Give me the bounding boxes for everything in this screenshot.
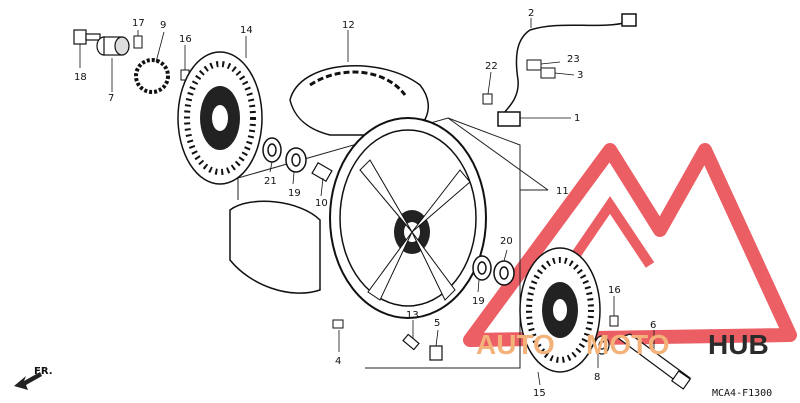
axle-6 xyxy=(616,333,692,390)
valve-13 xyxy=(402,333,420,351)
callout-3: 3 xyxy=(577,70,583,81)
callout-9: 9 xyxy=(160,20,166,31)
callout-6: 6 xyxy=(650,320,656,331)
leader-lines xyxy=(79,18,655,386)
collar-8 xyxy=(594,335,610,355)
callout-10: 10 xyxy=(315,198,328,209)
callout-21: 21 xyxy=(264,176,277,187)
clamp-3 xyxy=(540,67,556,79)
callout-8-lower: 8 xyxy=(594,372,600,383)
callout-17: 17 xyxy=(132,18,145,29)
callout-4: 4 xyxy=(335,356,341,367)
tire-12 xyxy=(229,64,430,294)
valve-cap-5 xyxy=(429,345,443,361)
callout-15: 15 xyxy=(533,388,546,399)
pulser-ring-9 xyxy=(134,58,170,94)
clamp-23 xyxy=(526,59,542,71)
callout-18: 18 xyxy=(74,72,87,83)
callout-2: 2 xyxy=(528,8,534,19)
callout-14: 14 xyxy=(240,25,253,36)
callouts: 1 2 3 4 5 6 7 8 8 9 10 11 12 13 14 15 16… xyxy=(74,8,656,399)
callout-22: 22 xyxy=(485,61,498,72)
bearing-19-lower xyxy=(472,255,492,281)
bolt-18 xyxy=(73,29,101,45)
callout-5: 5 xyxy=(434,318,440,329)
seal-20 xyxy=(493,260,515,286)
watermark-auto: AUTO xyxy=(476,329,555,360)
bearing-19-upper xyxy=(285,147,307,173)
callout-16-top: 16 xyxy=(179,34,192,45)
direction-label: FR. xyxy=(34,366,53,377)
brake-disc-14 xyxy=(177,51,263,185)
callout-16-lower: 16 xyxy=(608,285,621,296)
callout-19-lower: 19 xyxy=(472,296,485,307)
callout-1: 1 xyxy=(574,113,580,124)
watermark-logo xyxy=(463,143,797,347)
watermark-moto: MOTO xyxy=(586,329,669,360)
watermark-text: AUTO MOTO HUB xyxy=(476,329,769,360)
assembly-frame xyxy=(237,117,549,369)
brake-disc-15 xyxy=(519,247,601,373)
callout-19-upper: 19 xyxy=(288,188,301,199)
wheel-11 xyxy=(329,117,487,319)
bolt-4 xyxy=(332,319,344,329)
spacer-10 xyxy=(311,161,333,183)
callout-11: 11 xyxy=(556,186,569,197)
bolt-16-lower xyxy=(609,315,619,327)
bearing-21 xyxy=(262,137,282,163)
bolt-17 xyxy=(133,35,143,49)
callout-23: 23 xyxy=(567,54,580,65)
watermark-hub: HUB xyxy=(708,329,769,360)
callout-12: 12 xyxy=(342,20,355,31)
front-direction-arrow: FR. xyxy=(14,366,53,390)
bolt-22 xyxy=(482,93,493,105)
callout-7: 7 xyxy=(108,93,114,104)
collar-7 xyxy=(96,36,130,56)
callout-20: 20 xyxy=(500,236,513,247)
diagram-code: MCA4-F1300 xyxy=(712,388,772,399)
speed-sensor-2 xyxy=(497,13,637,127)
callout-13: 13 xyxy=(406,310,419,321)
